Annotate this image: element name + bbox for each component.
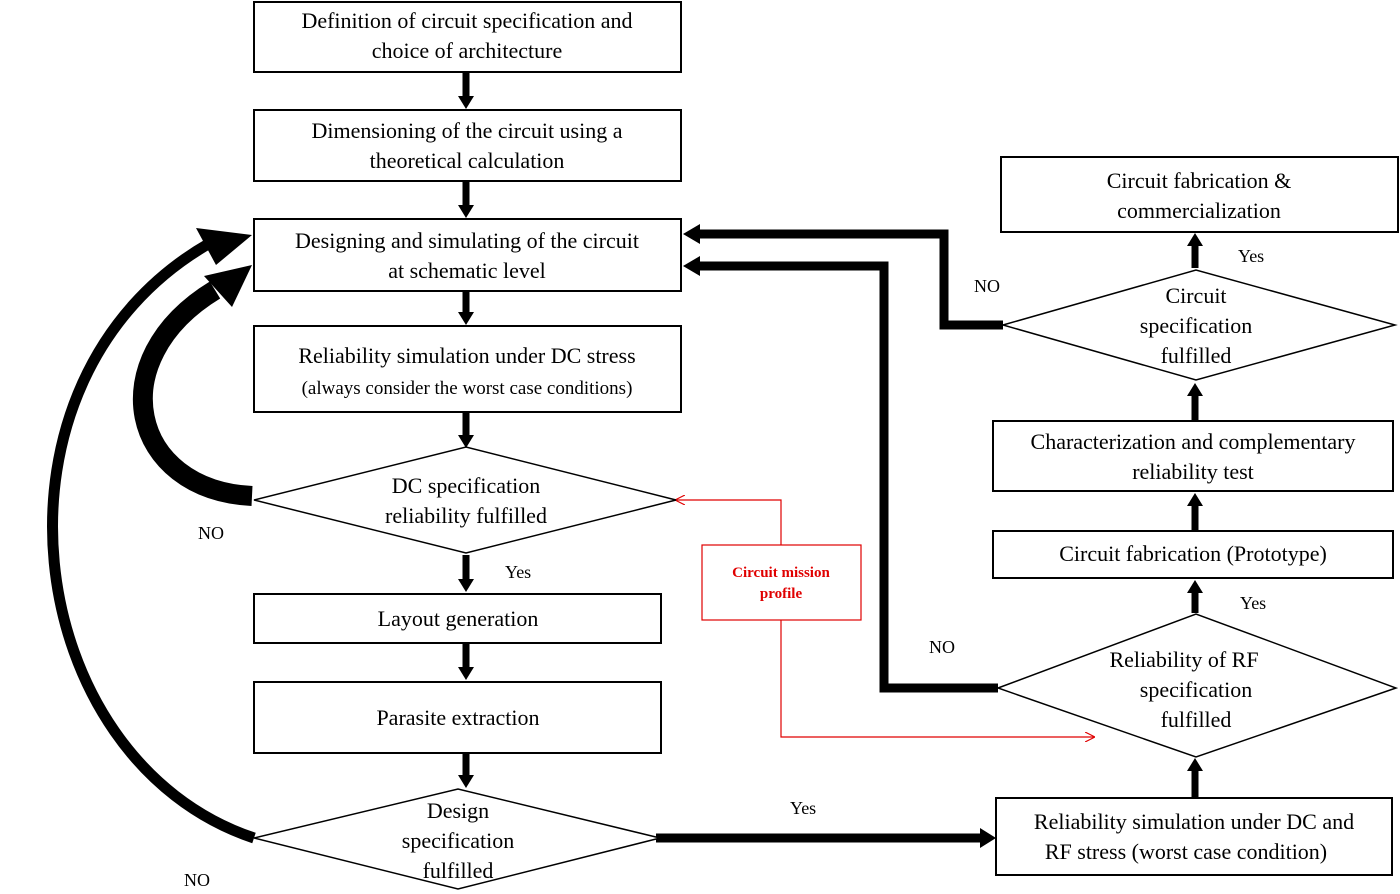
node-mission-profile: Circuit mission profile — [701, 544, 862, 621]
connectors — [47, 72, 1203, 848]
arrow-circuit-no-loop — [683, 224, 1003, 330]
rf-no-label: NO — [929, 637, 955, 657]
node-dc-rf-reliability-sim: Reliability simulation under DC and RF s… — [995, 797, 1393, 876]
design-spec-check-line-2: specification — [402, 828, 514, 853]
arrow-design-no-loop — [47, 228, 256, 844]
arrow-dc-no-loop — [133, 265, 253, 506]
schematic-design-line-2: at schematic level — [388, 258, 546, 283]
dc-spec-check-line-1: DC specification — [392, 473, 540, 498]
dc-yes-label: Yes — [505, 562, 531, 582]
node-parasite-extraction: Parasite extraction — [253, 681, 662, 754]
mission-profile-connectors — [676, 500, 1094, 737]
circuit-no-label: NO — [974, 276, 1000, 296]
rf-spec-check-line-3: fulfilled — [1161, 707, 1232, 732]
node-schematic-design: Designing and simulating of the circuit … — [253, 218, 682, 292]
parasite-extraction-label: Parasite extraction — [376, 705, 539, 730]
prototype-fabrication-label: Circuit fabrication (Prototype) — [1059, 541, 1327, 566]
node-rf-spec-check: Reliability of RF specification fulfille… — [995, 613, 1399, 758]
node-prototype-fabrication: Circuit fabrication (Prototype) — [992, 530, 1394, 579]
characterization-line-2: reliability test — [1132, 459, 1254, 484]
arrow-design-yes — [656, 828, 996, 848]
dc-reliability-sim-line-2: (always consider the worst case conditio… — [302, 378, 633, 399]
node-circuit-spec-check: Circuit specification fulfilled — [1000, 269, 1398, 381]
spec-definition-line-1: Definition of circuit specification and — [301, 8, 632, 33]
schematic-design-line-1: Designing and simulating of the circuit — [295, 228, 639, 253]
design-yes-label: Yes — [790, 798, 816, 818]
arrow-rf-no-loop — [683, 256, 998, 693]
rf-spec-check-line-2: specification — [1140, 677, 1252, 702]
node-commercialization: Circuit fabrication & commercialization — [1000, 156, 1399, 233]
design-no-label: NO — [184, 870, 210, 890]
dimensioning-line-2: theoretical calculation — [370, 148, 565, 173]
arrow-dimensioning-to-schematic — [458, 181, 474, 218]
circuit-spec-check-line-1: Circuit — [1165, 283, 1226, 308]
arrow-layout-to-parasite — [458, 643, 474, 680]
arrow-schematic-to-dc-sim — [458, 291, 474, 325]
arrow-prototype-to-characterization — [1187, 493, 1203, 530]
spec-definition-line-2: choice of architecture — [372, 38, 563, 63]
node-dc-reliability-sim: Reliability simulation under DC stress (… — [253, 325, 682, 413]
arrow-rf-check-to-prototype — [1187, 580, 1203, 613]
node-design-spec-check: Design specification fulfilled — [253, 788, 661, 890]
mission-profile-line-2: profile — [760, 586, 803, 602]
mission-profile-line-1: Circuit mission — [732, 565, 830, 581]
circuit-spec-check-line-3: fulfilled — [1161, 343, 1232, 368]
arrow-spec-to-dimensioning — [458, 72, 474, 109]
circuit-spec-check-line-2: specification — [1140, 313, 1252, 338]
design-spec-check-line-3: fulfilled — [423, 858, 494, 883]
arrow-characterization-to-circuit-check — [1187, 383, 1203, 420]
layout-generation-label: Layout generation — [378, 606, 539, 631]
characterization-line-1: Characterization and complementary — [1031, 429, 1356, 454]
arrow-parasite-to-design-check — [458, 753, 474, 788]
rf-yes-label: Yes — [1240, 593, 1266, 613]
arrow-dcrf-sim-to-rf-check — [1187, 758, 1203, 797]
dimensioning-line-1: Dimensioning of the circuit using a — [312, 118, 623, 143]
circuit-yes-label: Yes — [1238, 246, 1264, 266]
arrow-dc-check-to-layout — [458, 555, 474, 592]
commercialization-line-2: commercialization — [1117, 198, 1281, 223]
dc-spec-check-line-2: reliability fulfilled — [385, 503, 547, 528]
arrow-circuit-check-to-commercialization — [1187, 233, 1203, 268]
dc-reliability-sim-line-1: Reliability simulation under DC stress — [298, 343, 635, 368]
dc-no-label: NO — [198, 523, 224, 543]
node-spec-definition: Definition of circuit specification and … — [253, 1, 682, 73]
node-characterization: Characterization and complementary relia… — [992, 420, 1394, 492]
dc-rf-sim-line-2: RF stress (worst case condition) — [1045, 839, 1327, 864]
design-spec-check-line-1: Design — [427, 798, 489, 823]
commercialization-line-1: Circuit fabrication & — [1107, 168, 1292, 193]
node-layout-generation: Layout generation — [253, 593, 662, 644]
dc-rf-sim-line-1: Reliability simulation under DC and — [1034, 809, 1354, 834]
node-dimensioning: Dimensioning of the circuit using a theo… — [253, 109, 682, 182]
edge-labels: Yes NO Yes NO Yes NO Yes NO — [184, 246, 1266, 890]
rf-spec-check-line-1: Reliability of RF — [1109, 647, 1258, 672]
node-dc-spec-check: DC specification reliability fulfilled — [253, 446, 677, 554]
arrow-dc-sim-to-dc-check — [458, 412, 474, 448]
